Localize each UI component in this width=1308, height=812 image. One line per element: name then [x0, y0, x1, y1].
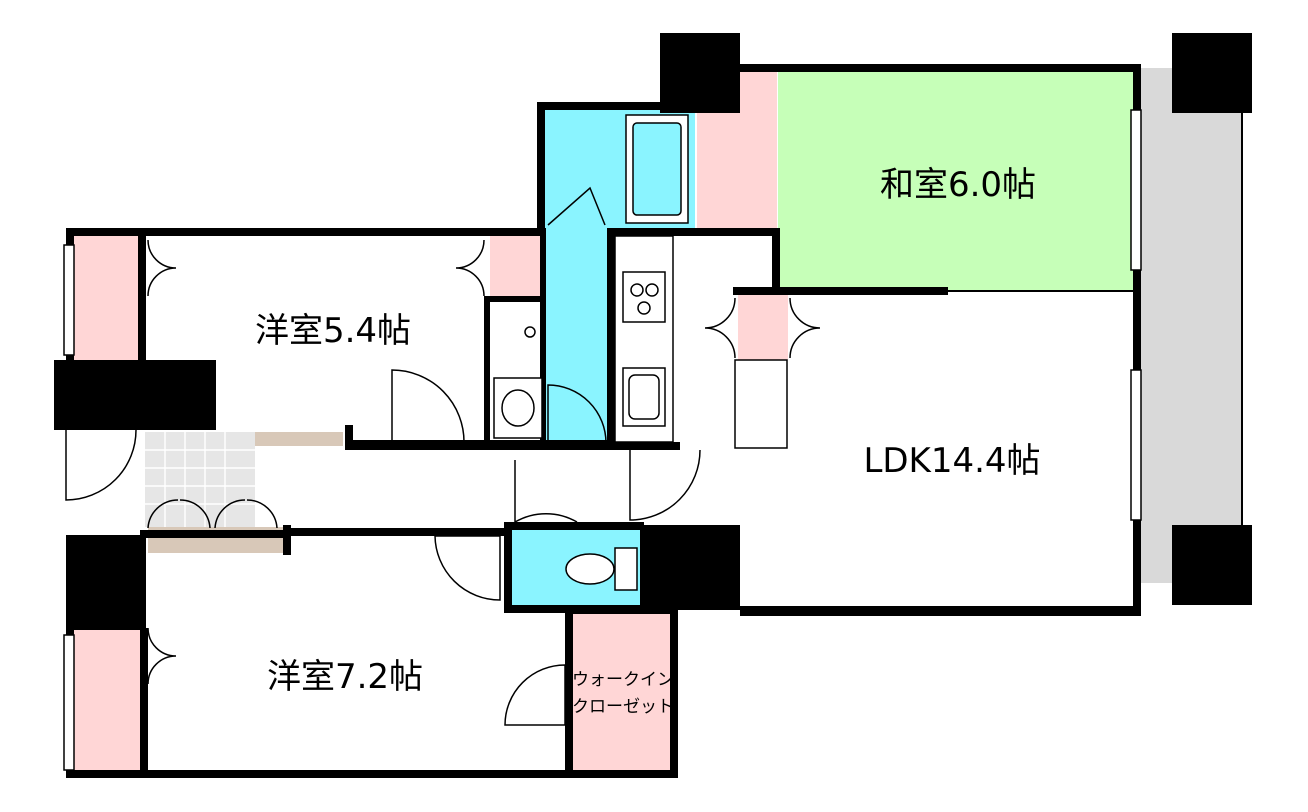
door-toilet	[514, 460, 578, 524]
closet-yoshitsu-a-left	[68, 235, 138, 360]
door-entry	[65, 429, 137, 501]
label-wic-line2: クローゼット	[572, 697, 674, 717]
walk-in-closet-floor	[572, 612, 677, 776]
ldk-closet	[738, 295, 788, 360]
toilet-icon	[565, 547, 638, 591]
label-washitsu: 和室6.0帖	[880, 165, 1036, 205]
walls	[54, 33, 1252, 778]
balcony	[1140, 68, 1242, 583]
closet-yoshitsu-a-right	[490, 235, 540, 297]
shoe-closet-doors	[147, 499, 278, 529]
bathtub-icon	[625, 114, 689, 224]
closet-door-a2	[455, 239, 485, 297]
sink-icon	[622, 367, 666, 427]
washitsu-floor	[778, 72, 1138, 292]
ldk-closet-doors	[704, 297, 821, 359]
label-mb: MB	[115, 383, 155, 413]
door-kitchen	[629, 449, 701, 521]
door-yoshitsu-a	[391, 369, 465, 444]
door-bathroom	[547, 186, 606, 226]
wash-basin-icon	[524, 326, 536, 338]
label-wic-line1: ウォークイン	[572, 670, 674, 690]
closet-yoshitsu-b	[68, 628, 140, 776]
windows	[63, 109, 1142, 771]
entry-tile	[145, 432, 255, 527]
shoe-shelf-upper	[255, 432, 343, 446]
cooktop-icon	[622, 271, 666, 323]
washer-pan-icon	[493, 377, 543, 439]
door-yoshitsu-b	[434, 535, 501, 601]
label-ldk: LDK14.4帖	[863, 441, 1040, 481]
label-yoshitsu-a: 洋室5.4帖	[255, 311, 411, 351]
doors	[65, 186, 821, 726]
closet-door-a1	[147, 239, 177, 297]
entry-tile-grid	[145, 432, 255, 527]
door-wic	[504, 664, 566, 726]
corridor-wet	[545, 228, 607, 443]
door-wash	[547, 384, 607, 444]
closet-door-b	[147, 627, 177, 685]
kitchen-island	[734, 359, 788, 449]
label-yoshitsu-b: 洋室7.2帖	[267, 657, 423, 697]
